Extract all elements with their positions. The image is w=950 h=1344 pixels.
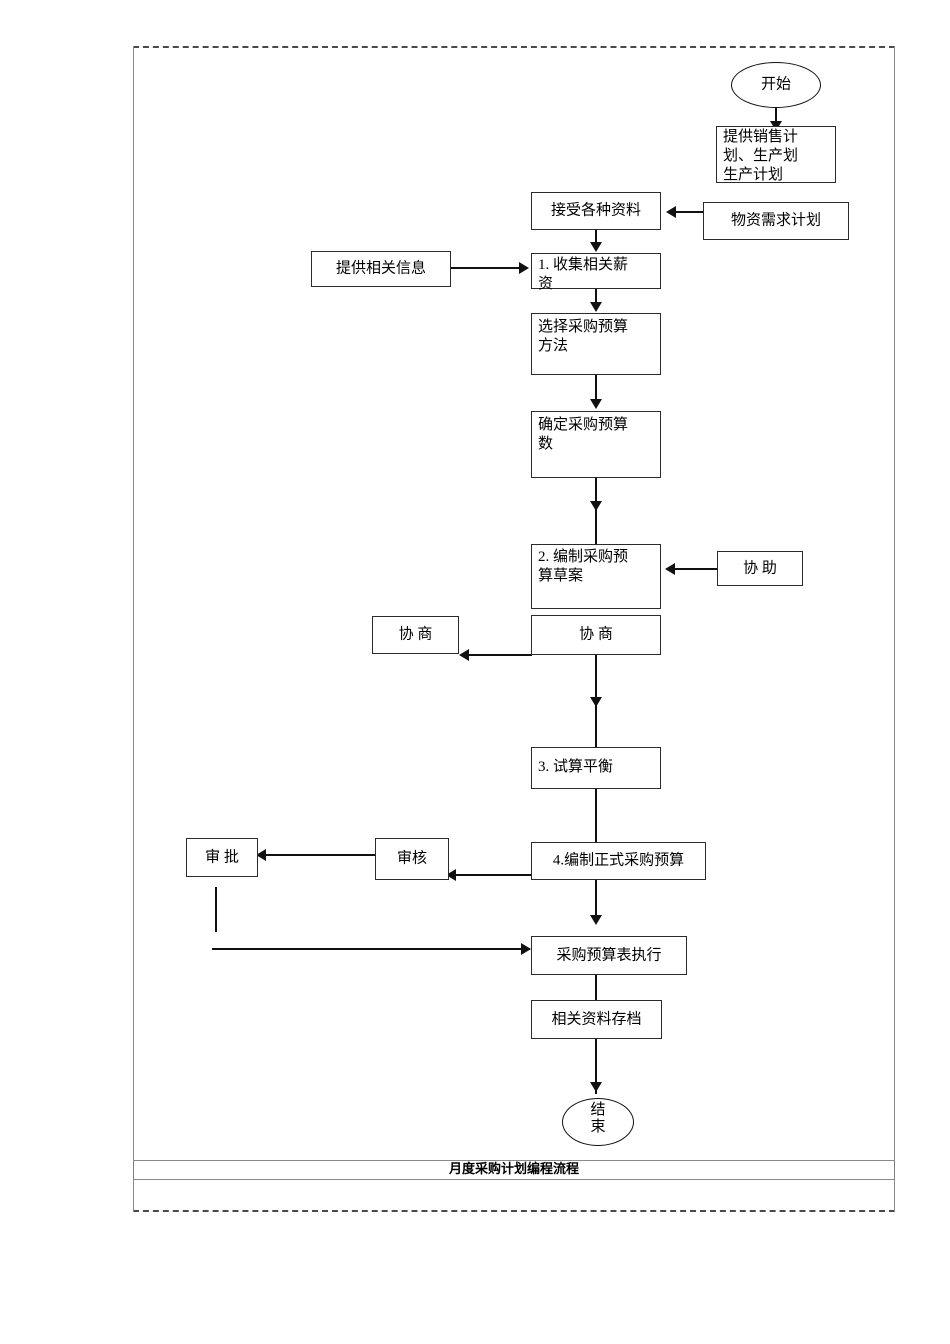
node-archive-documents[interactable]: 相关资料存档 bbox=[531, 1000, 662, 1039]
edge-determine-step2 bbox=[595, 478, 597, 544]
edge-provideinfo-step1 bbox=[451, 267, 524, 269]
node-end-label: 结束 bbox=[590, 1102, 606, 1136]
node-end[interactable]: 结束 bbox=[562, 1098, 634, 1146]
arrowhead-down-step3-mid bbox=[590, 697, 602, 707]
edge-step4-execute bbox=[595, 880, 597, 920]
edge-materialreq-receive bbox=[675, 211, 705, 213]
node-start-label: 开始 bbox=[760, 76, 791, 93]
arrowhead-left-approve bbox=[256, 849, 266, 861]
node-start[interactable]: 开始 bbox=[731, 62, 821, 108]
node-archive-documents-label: 相关资料存档 bbox=[551, 1011, 642, 1027]
node-step3-balance-label: 3. 试算平衡 bbox=[538, 759, 614, 775]
node-sales-plan[interactable]: 提供销售计 划、生产划 生产计划 bbox=[716, 126, 836, 183]
edge-step4-review bbox=[455, 874, 533, 876]
edge-step1-choose bbox=[595, 289, 597, 306]
edge-approve-stub bbox=[215, 887, 217, 932]
node-negotiate-inner-label: 协 商 bbox=[579, 626, 613, 643]
node-step4-formal-budget[interactable]: 4.编制正式采购预算 bbox=[531, 842, 706, 880]
arrowhead-down-step1 bbox=[590, 242, 602, 252]
node-sales-plan-label: 提供销售计 划、生产划 生产计划 bbox=[723, 129, 799, 183]
node-material-requirement-label: 物资需求计划 bbox=[730, 212, 821, 229]
arrowhead-down-determine bbox=[590, 399, 602, 409]
edge-negotiate-inner-outer bbox=[468, 654, 532, 656]
arrowhead-right-execute bbox=[521, 943, 531, 955]
node-step1-collect[interactable]: 1. 收集相关薪 资 bbox=[531, 253, 661, 292]
edge-approve-execute bbox=[212, 948, 530, 950]
arrowhead-left-review bbox=[446, 869, 456, 881]
bottom-empty-box bbox=[133, 1179, 895, 1212]
node-step3-balance[interactable]: 3. 试算平衡 bbox=[531, 747, 661, 789]
edge-step3-step4 bbox=[595, 789, 597, 842]
node-review-label: 审核 bbox=[396, 850, 427, 867]
node-provide-info-label: 提供相关信息 bbox=[335, 260, 426, 277]
node-approve[interactable]: 审 批 bbox=[186, 838, 258, 877]
node-choose-method[interactable]: 选择采购预算 方法 bbox=[531, 313, 661, 375]
arrowhead-down-end bbox=[590, 1082, 602, 1092]
node-choose-method-label: 选择采购预算 方法 bbox=[538, 319, 629, 354]
edge-start-salesplan bbox=[775, 108, 777, 125]
node-assist[interactable]: 协 助 bbox=[717, 551, 803, 586]
node-step4-formal-budget-label: 4.编制正式采购预算 bbox=[552, 852, 685, 869]
edge-assist-step2 bbox=[674, 568, 719, 570]
node-assist-label: 协 助 bbox=[743, 560, 777, 576]
edge-archive-end bbox=[595, 1039, 597, 1094]
node-negotiate-outer[interactable]: 协 商 bbox=[372, 616, 459, 654]
node-execute-budget-label: 采购预算表执行 bbox=[556, 947, 662, 963]
arrowhead-down-choose bbox=[590, 302, 602, 312]
node-review[interactable]: 审核 bbox=[375, 838, 449, 880]
arrowhead-right-step1 bbox=[519, 262, 529, 274]
edge-choose-determine bbox=[595, 375, 597, 404]
node-receive-materials-label: 接受各种资料 bbox=[550, 202, 641, 219]
node-determine-amount-label: 确定采购预算 数 bbox=[538, 417, 629, 452]
node-step2-draft[interactable]: 2. 编制采购预 算草案 bbox=[531, 544, 661, 609]
node-negotiate-inner[interactable]: 协 商 bbox=[531, 615, 661, 655]
arrowhead-left-negotiate bbox=[459, 649, 469, 661]
node-approve-label: 审 批 bbox=[205, 849, 239, 865]
arrowhead-down-execute bbox=[590, 915, 602, 925]
node-receive-materials[interactable]: 接受各种资料 bbox=[531, 192, 661, 230]
node-negotiate-outer-label: 协 商 bbox=[398, 626, 433, 643]
edge-review-approve bbox=[265, 854, 377, 856]
chart-frame bbox=[133, 46, 895, 1161]
edge-receive-step1 bbox=[595, 230, 597, 246]
node-provide-info[interactable]: 提供相关信息 bbox=[311, 251, 451, 287]
arrowhead-down-step2-mid bbox=[590, 501, 602, 511]
node-execute-budget[interactable]: 采购预算表执行 bbox=[531, 936, 687, 975]
node-step2-draft-label: 2. 编制采购预 算草案 bbox=[538, 549, 629, 584]
node-determine-amount[interactable]: 确定采购预算 数 bbox=[531, 411, 661, 478]
node-material-requirement[interactable]: 物资需求计划 bbox=[703, 202, 849, 240]
arrowhead-left-receive bbox=[666, 206, 676, 218]
arrowhead-left-step2 bbox=[665, 563, 675, 575]
diagram-caption: 月度采购计划编程流程 bbox=[448, 1162, 579, 1177]
node-step1-collect-label: 1. 收集相关薪 资 bbox=[538, 257, 629, 292]
